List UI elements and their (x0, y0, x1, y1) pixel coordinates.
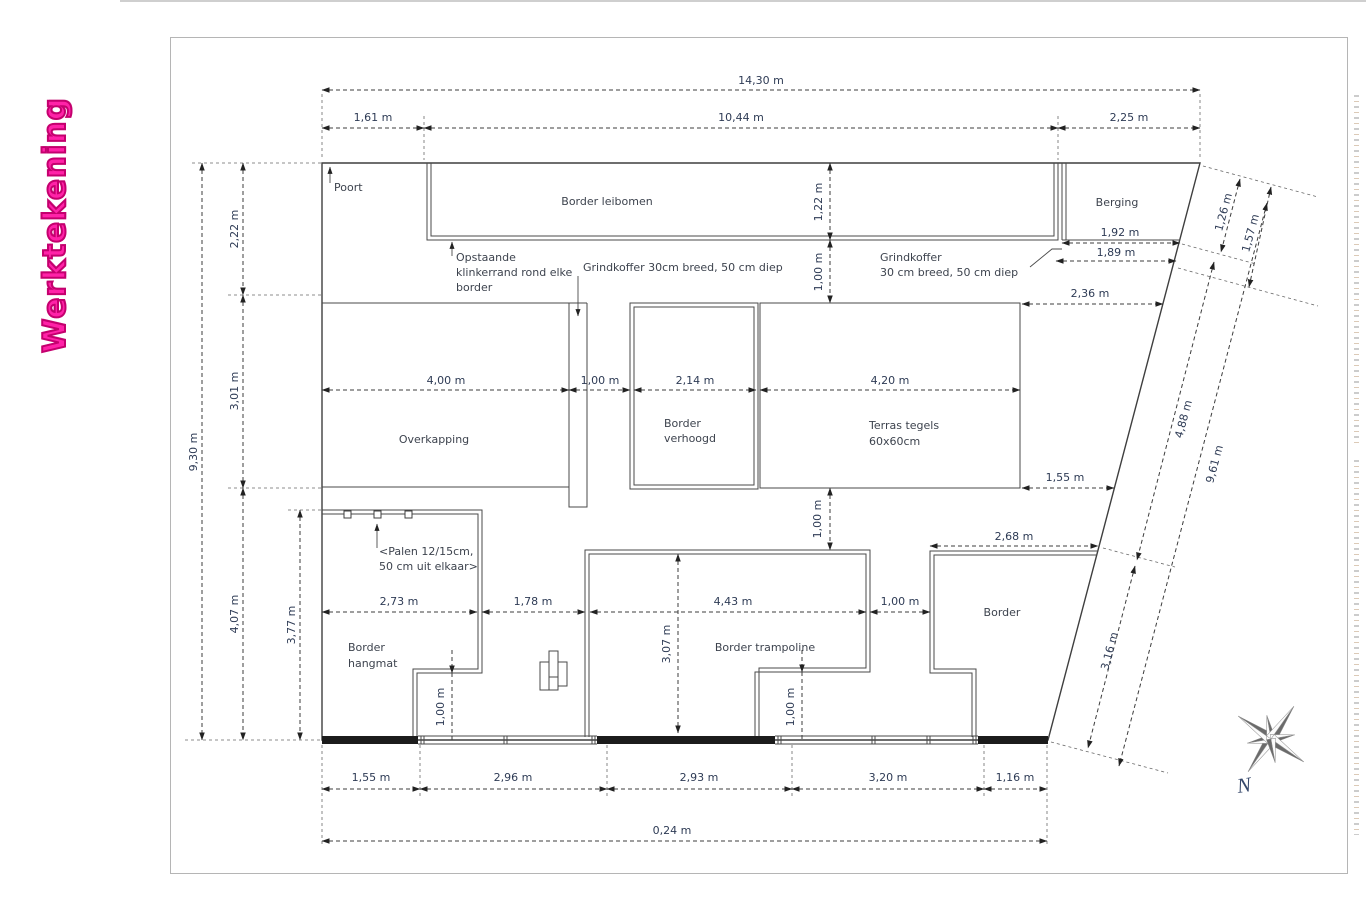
dim-terras-gap: 1,00 m (811, 500, 824, 539)
border-verhoogd-shape (629, 302, 759, 490)
annotation-leaders (327, 166, 1062, 548)
dim-bot-total: 0,24 m (653, 824, 692, 837)
dim-left-total: 9,30 m (187, 433, 200, 472)
dim-trampoline-w: 4,43 m (714, 595, 753, 608)
compass-rose-icon (1238, 706, 1304, 772)
note-opstaande-3: border (456, 281, 493, 294)
note-palen-2: 50 cm uit elkaar> (379, 560, 478, 573)
dim-overkapping-w: 4,00 m (427, 374, 466, 387)
north-label: N (1234, 772, 1253, 798)
dim-border-w: 2,68 m (995, 530, 1034, 543)
dim-berging-w: 1,92 m (1101, 226, 1140, 239)
note-palen-1: <Palen 12/15cm, (379, 545, 473, 558)
note-grindkoffer-right-2: 30 cm breed, 50 cm diep (880, 266, 1018, 279)
dim-bot-a: 1,55 m (352, 771, 391, 784)
label-border-hangmat-2: hangmat (348, 657, 398, 670)
window-top-divider (120, 0, 1366, 2)
area-labels: Border leibomen Berging Overkapping Bord… (348, 195, 1138, 670)
label-terras-2: 60x60cm (869, 435, 920, 448)
dim-slant-a: 1,26 m (1212, 192, 1235, 233)
water-tap-symbol (539, 650, 568, 691)
dim-left-b: 3,01 m (228, 372, 241, 411)
dim-leibomen-gap: 1,00 m (812, 253, 825, 292)
dim-top-c: 2,25 m (1110, 111, 1149, 124)
overkapping-shape (322, 302, 588, 508)
note-opstaande-2: klinkerrand rond elke (456, 266, 573, 279)
dim-bot-b: 2,96 m (494, 771, 533, 784)
note-opstaande-1: Opstaande (456, 251, 516, 264)
dim-hangmat-notch: 1,00 m (434, 688, 447, 727)
dim-top-b: 10,44 m (718, 111, 764, 124)
dim-strip-gap: 1,00 m (581, 374, 620, 387)
label-berging: Berging (1096, 196, 1139, 209)
note-grindkoffer-left: Grindkoffer 30cm breed, 50 cm diep (583, 261, 783, 274)
dim-hangmat-h: 3,77 m (285, 606, 298, 645)
fence-posts (420, 736, 977, 744)
dim-bot-d: 3,20 m (869, 771, 908, 784)
dim-leibomen-d: 1,22 m (812, 183, 825, 222)
dimension-lines (199, 87, 1273, 844)
label-border-leibomen: Border leibomen (561, 195, 652, 208)
extension-lines (185, 94, 1319, 847)
dim-terras-r-bot: 1,55 m (1046, 471, 1085, 484)
clipped-margin-text-bottom (1354, 460, 1359, 835)
dim-slant-low: 3,16 m (1098, 631, 1121, 672)
label-terras-1: Terras tegels (868, 419, 939, 432)
dim-verhoogd-w: 2,14 m (676, 374, 715, 387)
dim-terras-r-top: 2,36 m (1071, 287, 1110, 300)
bottom-wall (322, 735, 1048, 745)
label-border-verhoogd-1: Border (664, 417, 701, 430)
label-border-verhoogd-2: verhoogd (664, 432, 716, 445)
dim-trampoline-gap: 1,00 m (881, 595, 920, 608)
dim-left-c: 4,07 m (228, 595, 241, 634)
dim-top-a: 1,61 m (354, 111, 393, 124)
dim-hangmat-w: 2,73 m (380, 595, 419, 608)
dim-top-total: 14,30 m (738, 74, 784, 87)
dim-bot-e: 1,16 m (996, 771, 1035, 784)
label-border-trampoline: Border trampoline (715, 641, 815, 654)
dim-left-a: 2,22 m (228, 210, 241, 249)
dim-bot-c: 2,93 m (680, 771, 719, 784)
dim-slant-total: 9,61 m (1203, 444, 1226, 485)
terras-shape (759, 302, 1021, 489)
label-border-right: Border (984, 606, 1021, 619)
label-border-hangmat-1: Border (348, 641, 385, 654)
clipped-margin-text-top (1354, 95, 1359, 445)
annotation-labels: Poort Opstaande klinkerrand rond elke bo… (334, 181, 1018, 573)
dim-berging-w2: 1,89 m (1097, 246, 1136, 259)
dim-terras-w: 4,20 m (871, 374, 910, 387)
border-right-shape (929, 550, 1098, 737)
border-leibomen-shape (426, 163, 1059, 241)
dim-trampoline-notch: 1,00 m (784, 688, 797, 727)
dim-trampoline-h: 3,07 m (660, 625, 673, 664)
note-grindkoffer-right-1: Grindkoffer (880, 251, 942, 264)
label-overkapping: Overkapping (399, 433, 469, 446)
dim-slant-mid: 4,88 m (1172, 399, 1195, 440)
dim-mid-gap: 1,78 m (514, 595, 553, 608)
dim-slant-b: 1,57 m (1239, 213, 1262, 254)
note-poort: Poort (334, 181, 363, 194)
border-hangmat-shape (322, 509, 483, 737)
